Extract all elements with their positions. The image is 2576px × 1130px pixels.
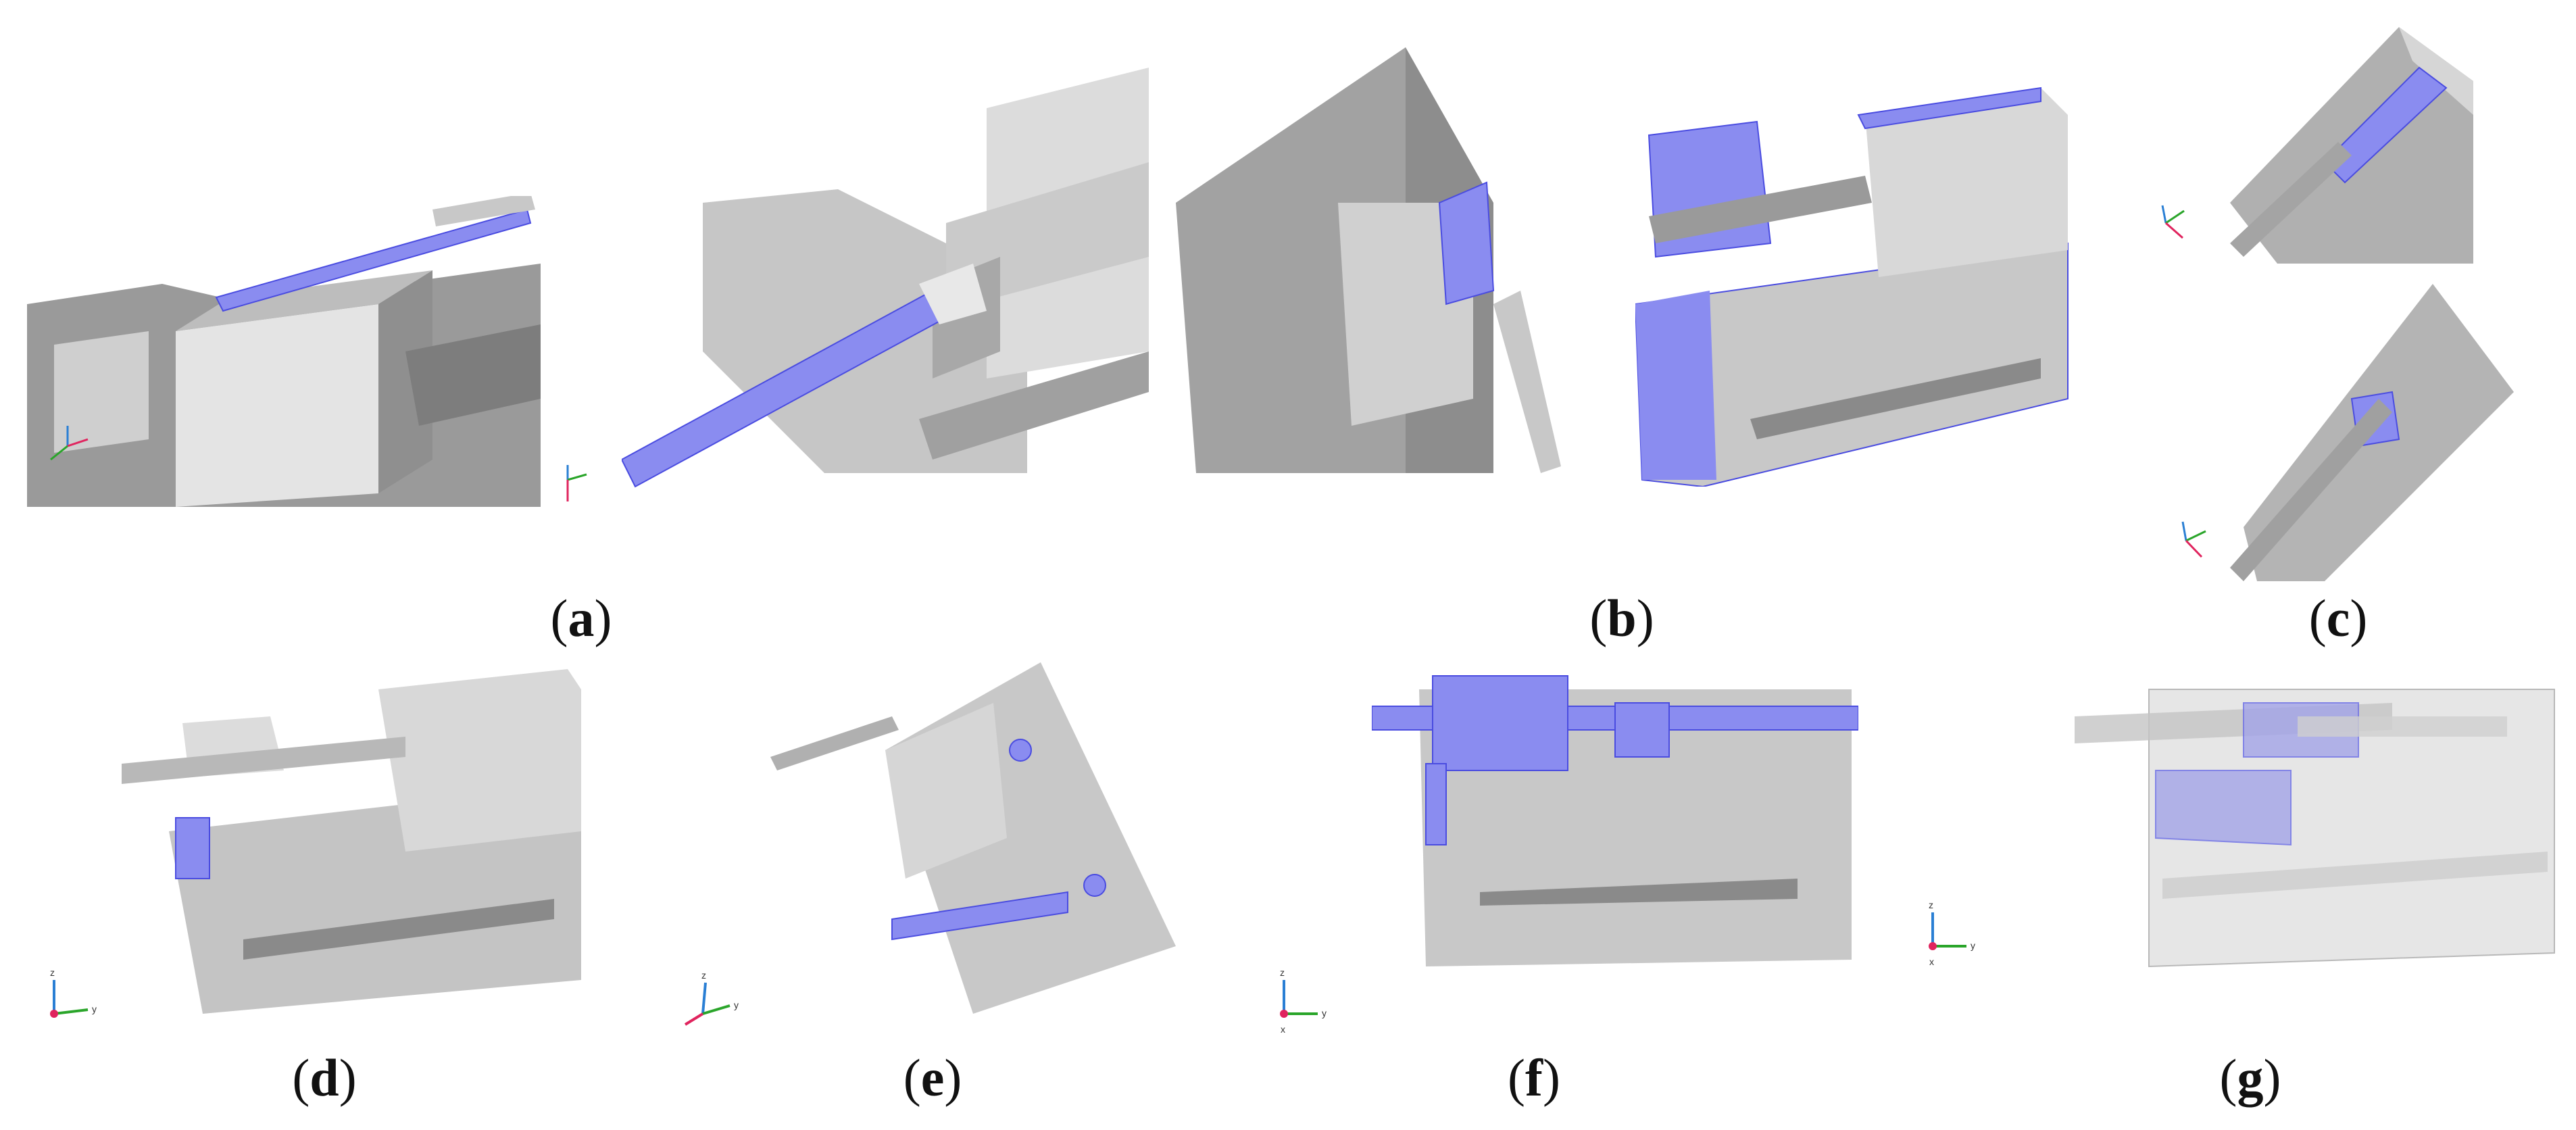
axis-y-label: y	[1971, 940, 1975, 951]
axis-x-label: x	[1929, 956, 1934, 967]
panel-c-top	[2203, 27, 2473, 264]
caption-d: (d)	[292, 1048, 357, 1107]
axis-triad-e: z y	[676, 966, 757, 1041]
axis-triad-icon	[2161, 205, 2185, 239]
part-render-b-right	[1635, 87, 2069, 487]
axis-triad-c-bottom	[2162, 514, 2216, 568]
axis-triad-icon: z y	[50, 967, 97, 1018]
axis-y-label: y	[92, 1004, 97, 1014]
axis-z-label: z	[1929, 900, 1933, 910]
panel-e	[770, 662, 1189, 1014]
part-render-a-right	[622, 68, 1149, 527]
axis-triad-a-left	[41, 419, 95, 473]
caption-f: (f)	[1508, 1048, 1560, 1107]
axis-triad-icon	[566, 465, 587, 501]
caption-c: (c)	[2308, 589, 2368, 647]
axis-triad-a-right	[541, 460, 595, 520]
part-render-d	[122, 669, 581, 1014]
caption-e: (e)	[903, 1048, 962, 1107]
part-render-f	[1372, 675, 1858, 966]
axis-triad-icon: z y x	[1929, 900, 1975, 967]
caption-a: (a)	[550, 589, 612, 647]
panel-d	[122, 662, 595, 1014]
axis-triad-icon: z y	[684, 970, 739, 1026]
axis-triad-icon	[50, 426, 89, 461]
part-render-c-bottom	[2230, 284, 2514, 581]
panel-b-right	[1635, 74, 2081, 487]
axis-x-label: x	[1281, 1024, 1285, 1035]
axis-triad-f: z y x	[1270, 966, 1352, 1041]
panel-g	[2075, 662, 2561, 987]
axis-y-label: y	[734, 1000, 739, 1010]
axis-y-label: y	[1322, 1008, 1327, 1018]
axis-triad-icon	[2181, 521, 2206, 558]
part-render-g	[2075, 689, 2555, 968]
axis-triad-icon: z y x	[1280, 967, 1327, 1035]
part-render-e	[770, 662, 1176, 1014]
panel-b-left	[1176, 47, 1568, 473]
panel-f	[1372, 662, 1858, 987]
axis-z-label: z	[701, 970, 706, 981]
axis-triad-c-top	[2142, 196, 2196, 250]
axis-z-label: z	[50, 967, 55, 978]
part-render-b-left	[1176, 47, 1561, 473]
axis-triad-g: z y x	[1919, 899, 2000, 973]
axis-triad-d: z y	[34, 966, 115, 1041]
caption-g: (g)	[2219, 1048, 2281, 1107]
panel-a-right	[622, 68, 1149, 527]
panel-c-bottom	[2216, 284, 2514, 581]
part-render-a-left	[27, 196, 541, 507]
axis-z-label: z	[1280, 967, 1285, 978]
part-render-c-top	[2230, 27, 2473, 264]
panel-a-left	[27, 196, 541, 507]
caption-b: (b)	[1589, 589, 1654, 647]
